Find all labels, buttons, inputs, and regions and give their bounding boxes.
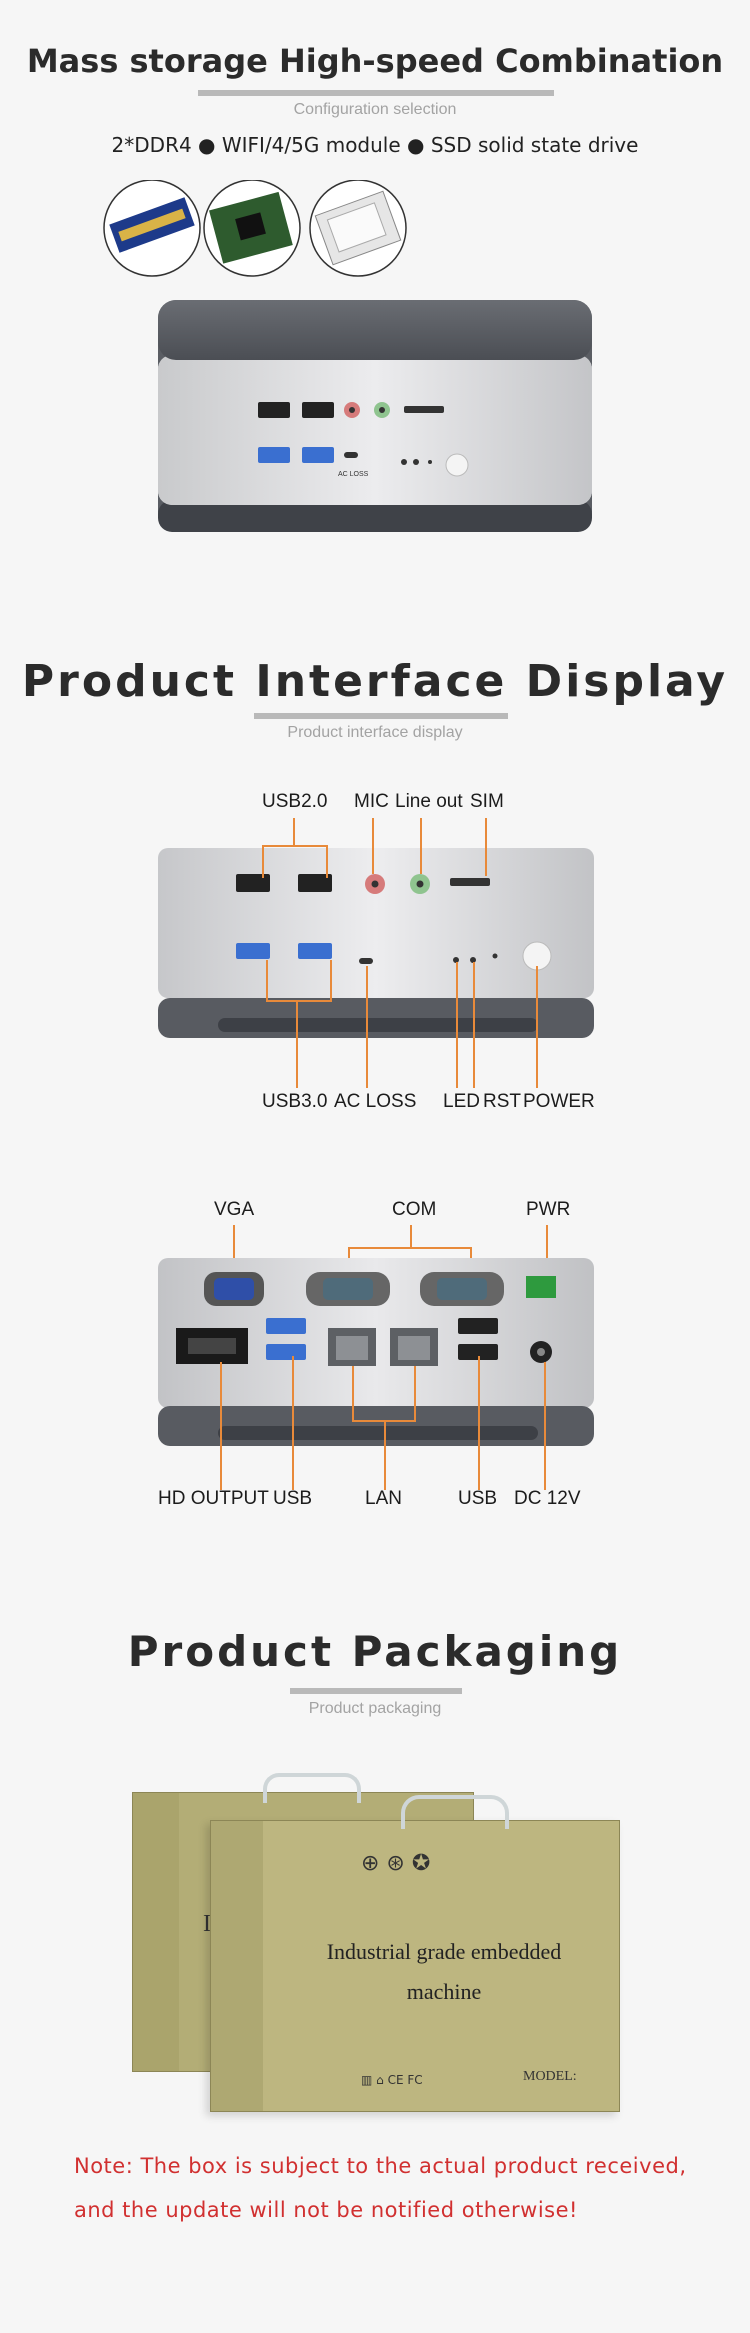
line-rst [473,962,475,1088]
rear-panel-image [158,1258,594,1446]
packaging-image: I ⊕ ⊛ ✪ Industrial grade embedded machin… [130,1760,630,2112]
section1-title: Mass storage High-speed Combination [26,42,724,80]
front-box-side [211,1821,263,2111]
box-certification-marks: ▥ ⌂ CE FC [361,2073,423,2087]
front-box: ⊕ ⊛ ✪ Industrial grade embedded machine … [210,1795,620,2112]
line-vga [233,1225,235,1273]
section1-title-underline [198,90,554,96]
label-lan: LAN [365,1488,402,1509]
line-usb-a [292,1356,294,1490]
back-box-side [133,1793,179,2071]
section2-title: Product Interface Display [21,656,729,707]
label-usb3: USB3.0 [262,1091,328,1112]
line-dc [544,1362,546,1490]
back-box-letter: I [203,1911,211,1937]
line-mic [372,818,374,874]
line-lan-stem [384,1420,386,1490]
line-power [536,966,538,1088]
label-vga: VGA [214,1199,255,1220]
box-text-line1: Industrial grade embedded [326,1939,562,1964]
line-led [456,962,458,1088]
line-usb2-right [326,845,328,878]
line-usb3-left [266,960,268,1000]
section2-subtitle: Product interface display [287,724,463,741]
section2-title-underline [254,713,508,719]
label-lineout: Line out [395,791,463,812]
back-box-handle [263,1773,361,1803]
label-acloss: AC LOSS [334,1091,417,1112]
line-lan-left [352,1366,354,1422]
cert-icons: ⊕ ⊛ ✪ [361,1851,431,1876]
line-usb2-stem [293,818,295,845]
label-rst: RST [483,1091,521,1112]
label-pwr: PWR [526,1199,571,1220]
section4-title: Product Packaging [127,1627,623,1676]
line-lan-right [414,1366,416,1422]
line-acloss [366,966,368,1088]
section1-subtitle: Configuration selection [293,101,457,118]
mini-pc-with-components-image: AC LOSS [103,180,592,532]
line-com-bracket [348,1247,472,1249]
label-dc-12v: DC 12V [514,1488,581,1509]
label-usb2: USB2.0 [262,791,328,812]
line-usb-b [478,1356,480,1490]
line-usb3-stem [296,1000,298,1088]
line-com-stem [410,1225,412,1247]
label-mic: MIC [354,791,389,812]
note-line2: and the update will not be notified othe… [74,2198,578,2222]
line-hd [220,1362,222,1490]
label-usb-b: USB [458,1488,498,1509]
front-panel-image [158,848,594,1038]
section4-title-underline [290,1688,462,1694]
line-usb3-right [330,960,332,1000]
line-sim [485,818,487,876]
note-line1: Note: The box is subject to the actual p… [74,2154,687,2178]
ac-loss-mark: AC LOSS [338,471,369,478]
line-usb3-bracket [266,1000,332,1002]
line-usb2-bracket [262,845,328,847]
section1-features: 2*DDR4 ● WIFI/4/5G module ● SSD solid st… [111,133,639,157]
label-hd-output: HD OUTPUT [158,1488,269,1509]
line-lineout [420,818,422,874]
label-power: POWER [523,1091,595,1112]
line-pwr [546,1225,548,1281]
label-com: COM [392,1199,437,1220]
box-text-line2: machine [406,1979,482,2004]
line-usb2-left [262,845,264,878]
section4-subtitle: Product packaging [308,1700,442,1717]
label-sim: SIM [470,791,504,812]
box-model: MODEL: [523,2069,577,2084]
front-box-handle [401,1795,509,1829]
label-usb-a: USB [273,1488,313,1509]
label-led: LED [443,1091,480,1112]
